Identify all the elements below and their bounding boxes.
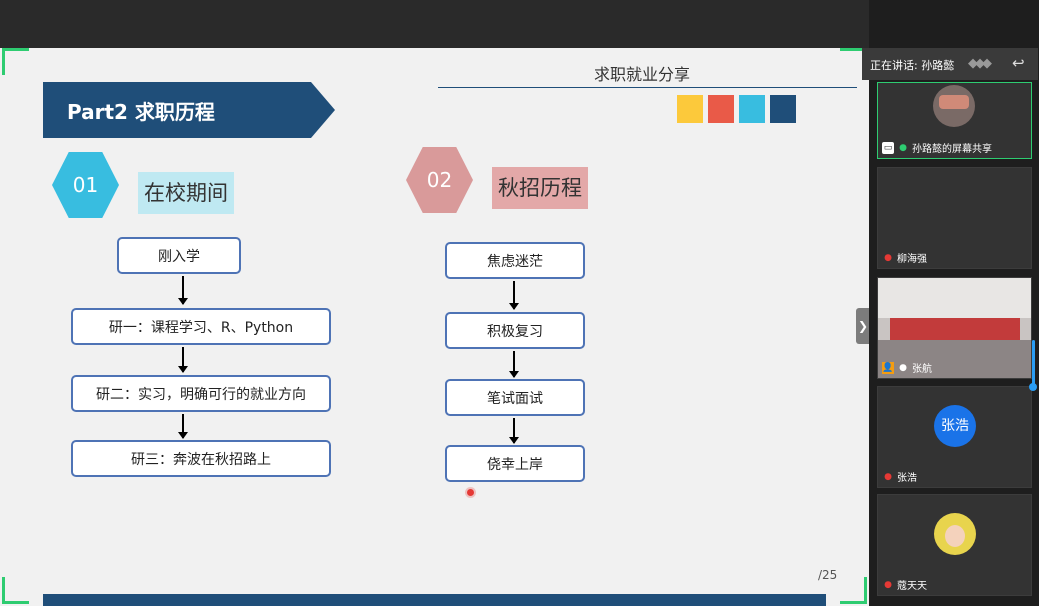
speaking-indicator: 正在讲话: 孙路懿 ◆◆◆ ↩: [862, 48, 1038, 80]
participant-name-row: ● 张浩: [882, 469, 917, 485]
participant-tile[interactable]: ● 蔻天天: [877, 494, 1032, 596]
mic-muted-icon: ●: [884, 579, 892, 590]
color-swatch-red: [708, 95, 734, 123]
flow-arrow: [509, 281, 519, 310]
user-icon: 👤: [882, 361, 894, 374]
flow-arrow: [178, 347, 188, 373]
part-banner: Part2 求职历程: [43, 82, 335, 138]
header-divider: [438, 87, 857, 88]
meeting-top-bar: [0, 0, 869, 48]
panel-scrollbar[interactable]: [1032, 340, 1035, 388]
slide-footer-bar: [43, 594, 826, 606]
participant-tile[interactable]: ▭ ● 孙路懿的屏幕共享: [877, 82, 1032, 159]
participant-name-row: ▭ ● 孙路懿的屏幕共享: [882, 140, 992, 155]
participant-name: 孙路懿的屏幕共享: [912, 144, 992, 155]
exit-share-icon[interactable]: ↩: [1012, 54, 1025, 72]
avatar-initials: 张浩: [934, 405, 976, 447]
speaking-label: 正在讲话: 孙路懿: [870, 59, 955, 72]
video-feed-ceiling: [878, 278, 1031, 318]
participant-tile[interactable]: 张浩 ● 张浩: [877, 386, 1032, 488]
share-frame-corner: [2, 577, 29, 604]
panel-scroll-knob[interactable]: [1029, 383, 1037, 391]
section-label: 秋招历程: [492, 167, 588, 209]
app-logo-icon: ◆◆◆: [968, 56, 992, 71]
section-label: 在校期间: [138, 172, 234, 214]
participant-name-row: ● 蔻天天: [882, 577, 927, 593]
color-swatch-navy: [770, 95, 796, 123]
mic-icon: ●: [899, 362, 907, 373]
flow-step: 笔试面试: [445, 379, 585, 416]
mic-icon: ●: [899, 142, 907, 153]
video-feed-floor: [878, 340, 1031, 378]
flow-step: 研一：课程学习、R、Python: [71, 308, 331, 345]
participant-name: 柳海强: [897, 254, 927, 265]
participant-tile[interactable]: 👤 ● 张航: [877, 277, 1032, 379]
flow-arrow: [178, 414, 188, 439]
flow-step: 积极复习: [445, 312, 585, 349]
color-swatch-cyan: [739, 95, 765, 123]
slide-header-title: 求职就业分享: [594, 65, 691, 84]
flow-step: 刚入学: [117, 237, 241, 274]
flow-step: 研三：奔波在秋招路上: [71, 440, 331, 477]
participant-name: 蔻天天: [897, 581, 927, 592]
flow-arrow: [178, 276, 188, 305]
video-feed-seats: [890, 318, 1020, 340]
flow-arrow: [509, 418, 519, 444]
mic-muted-icon: ●: [884, 252, 892, 263]
page-number: /25: [818, 568, 838, 582]
flow-arrow: [509, 351, 519, 378]
color-swatch-yellow: [677, 95, 703, 123]
laser-pointer-dot: [467, 489, 474, 496]
part-banner-title: Part2 求职历程: [67, 100, 215, 124]
flow-step: 研二：实习，明确可行的就业方向: [71, 375, 331, 412]
flow-step: 侥幸上岸: [445, 445, 585, 482]
shared-slide: 求职就业分享 Part2 求职历程 01 在校期间 02 秋招历程 刚入学 研一…: [0, 48, 869, 606]
share-frame-corner: [840, 577, 867, 604]
participant-tile[interactable]: ● 柳海强: [877, 167, 1032, 269]
share-frame-corner: [2, 48, 29, 75]
collapse-panel-button[interactable]: ❯: [856, 308, 870, 344]
screen-share-icon: ▭: [882, 141, 894, 154]
section-number-hex: 01: [52, 152, 119, 218]
flow-step: 焦虑迷茫: [445, 242, 585, 279]
participant-name-row: ● 柳海强: [882, 250, 927, 266]
avatar: [934, 513, 976, 555]
avatar: [933, 85, 975, 127]
participant-name: 张浩: [897, 473, 917, 484]
mic-muted-icon: ●: [884, 471, 892, 482]
participant-name-row: 👤 ● 张航: [882, 360, 932, 375]
section-number-hex: 02: [406, 147, 473, 213]
participant-name: 张航: [912, 364, 932, 375]
